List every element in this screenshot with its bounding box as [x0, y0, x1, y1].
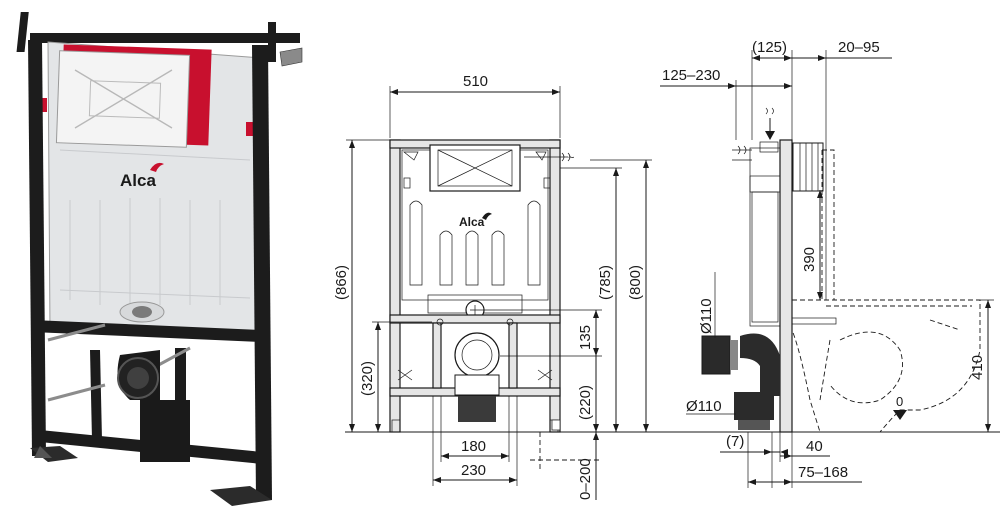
- dim-height-220: (220): [577, 385, 594, 420]
- dim-side-20-95: 20–95: [838, 39, 880, 56]
- front-view: Alca 510: [333, 73, 700, 500]
- photo-brand-logo: Alca: [120, 171, 156, 190]
- dim-side-125-230: 125–230: [662, 67, 720, 84]
- dim-side-40: 40: [806, 438, 823, 455]
- dim-width-510: 510: [463, 73, 488, 90]
- dim-depth-0-200: 0–200: [577, 458, 594, 500]
- floor-zero-label: 0: [896, 394, 903, 409]
- front-view-logo: Alca: [459, 215, 485, 229]
- dim-width-230: 230: [461, 462, 486, 479]
- side-view: (125) 20–95 125–230 390 410 Ø110 Ø110 0: [660, 39, 1000, 488]
- product-photo: Alca: [16, 12, 303, 506]
- dim-height-866: (866): [333, 265, 350, 300]
- dim-side-410: 410: [969, 355, 986, 380]
- dim-side-75-168: 75–168: [798, 464, 848, 481]
- dim-side-pipe-lower: Ø110: [686, 398, 722, 415]
- svg-text:~: ~: [568, 152, 574, 164]
- dim-width-180: 180: [461, 438, 486, 455]
- dim-side-pipe-upper: Ø110: [698, 298, 715, 334]
- dim-height-800: (800): [627, 265, 644, 300]
- dim-side-125: (125): [752, 39, 787, 56]
- dim-side-390: 390: [801, 247, 818, 272]
- dim-height-785: (785): [597, 265, 614, 300]
- dim-side-7: (7): [726, 433, 744, 450]
- dim-height-320: (320): [359, 361, 376, 396]
- dim-height-135: 135: [577, 325, 594, 350]
